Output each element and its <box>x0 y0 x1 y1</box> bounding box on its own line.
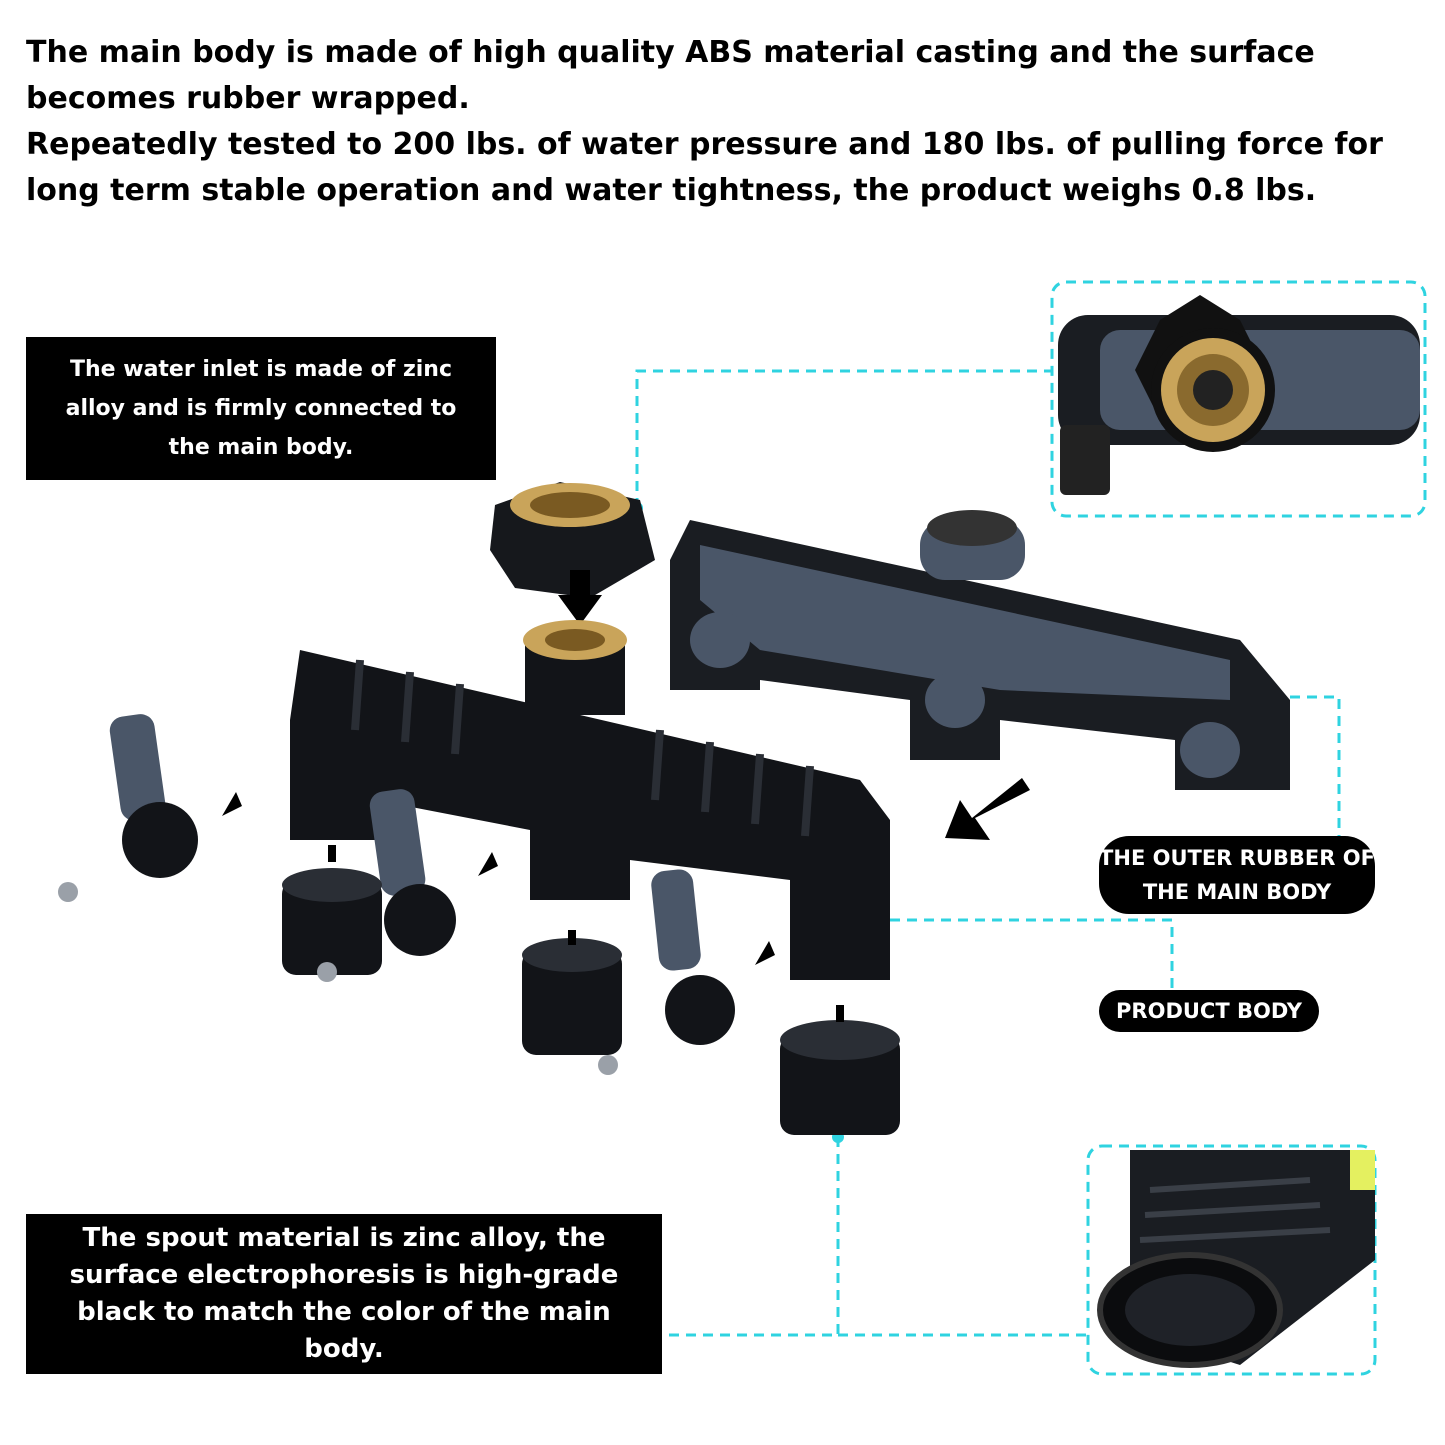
inlet-callout: The water inlet is made of zinc alloy an… <box>26 337 496 480</box>
inset-inlet-detail <box>1058 295 1420 495</box>
header-paragraph-2: Repeatedly tested to 200 lbs. of water p… <box>26 127 1383 208</box>
screw-icons <box>58 882 618 1075</box>
header-paragraph-1: The main body is made of high quality AB… <box>26 35 1315 116</box>
inlet-callout-text: The water inlet is made of zinc alloy an… <box>65 357 457 460</box>
product-body-text: PRODUCT BODY <box>1116 999 1302 1023</box>
outer-rubber-shell <box>670 510 1290 790</box>
arrow-icon <box>945 778 1030 840</box>
header-text: The main body is made of high quality AB… <box>26 30 1416 214</box>
inset-spout-detail <box>1097 1150 1375 1368</box>
spout-callout: The spout material is zinc alloy, the su… <box>26 1214 662 1374</box>
spout-callout-text: The spout material is zinc alloy, the su… <box>69 1223 619 1364</box>
arrow-down-icon <box>558 570 602 625</box>
main-manifold-body <box>290 620 890 980</box>
outer-rubber-callout: THE OUTER RUBBER OF THE MAIN BODY <box>1099 836 1375 914</box>
spout-connectors <box>282 868 900 1135</box>
outer-rubber-line-1: THE OUTER RUBBER <box>1099 846 1336 870</box>
outer-rubber-line-2: OF THE MAIN BODY <box>1142 846 1375 904</box>
valve-handles <box>109 714 735 1045</box>
inlet-nut <box>490 482 655 598</box>
small-arrow-icons <box>222 792 844 1022</box>
product-body-callout: PRODUCT BODY <box>1099 990 1319 1032</box>
